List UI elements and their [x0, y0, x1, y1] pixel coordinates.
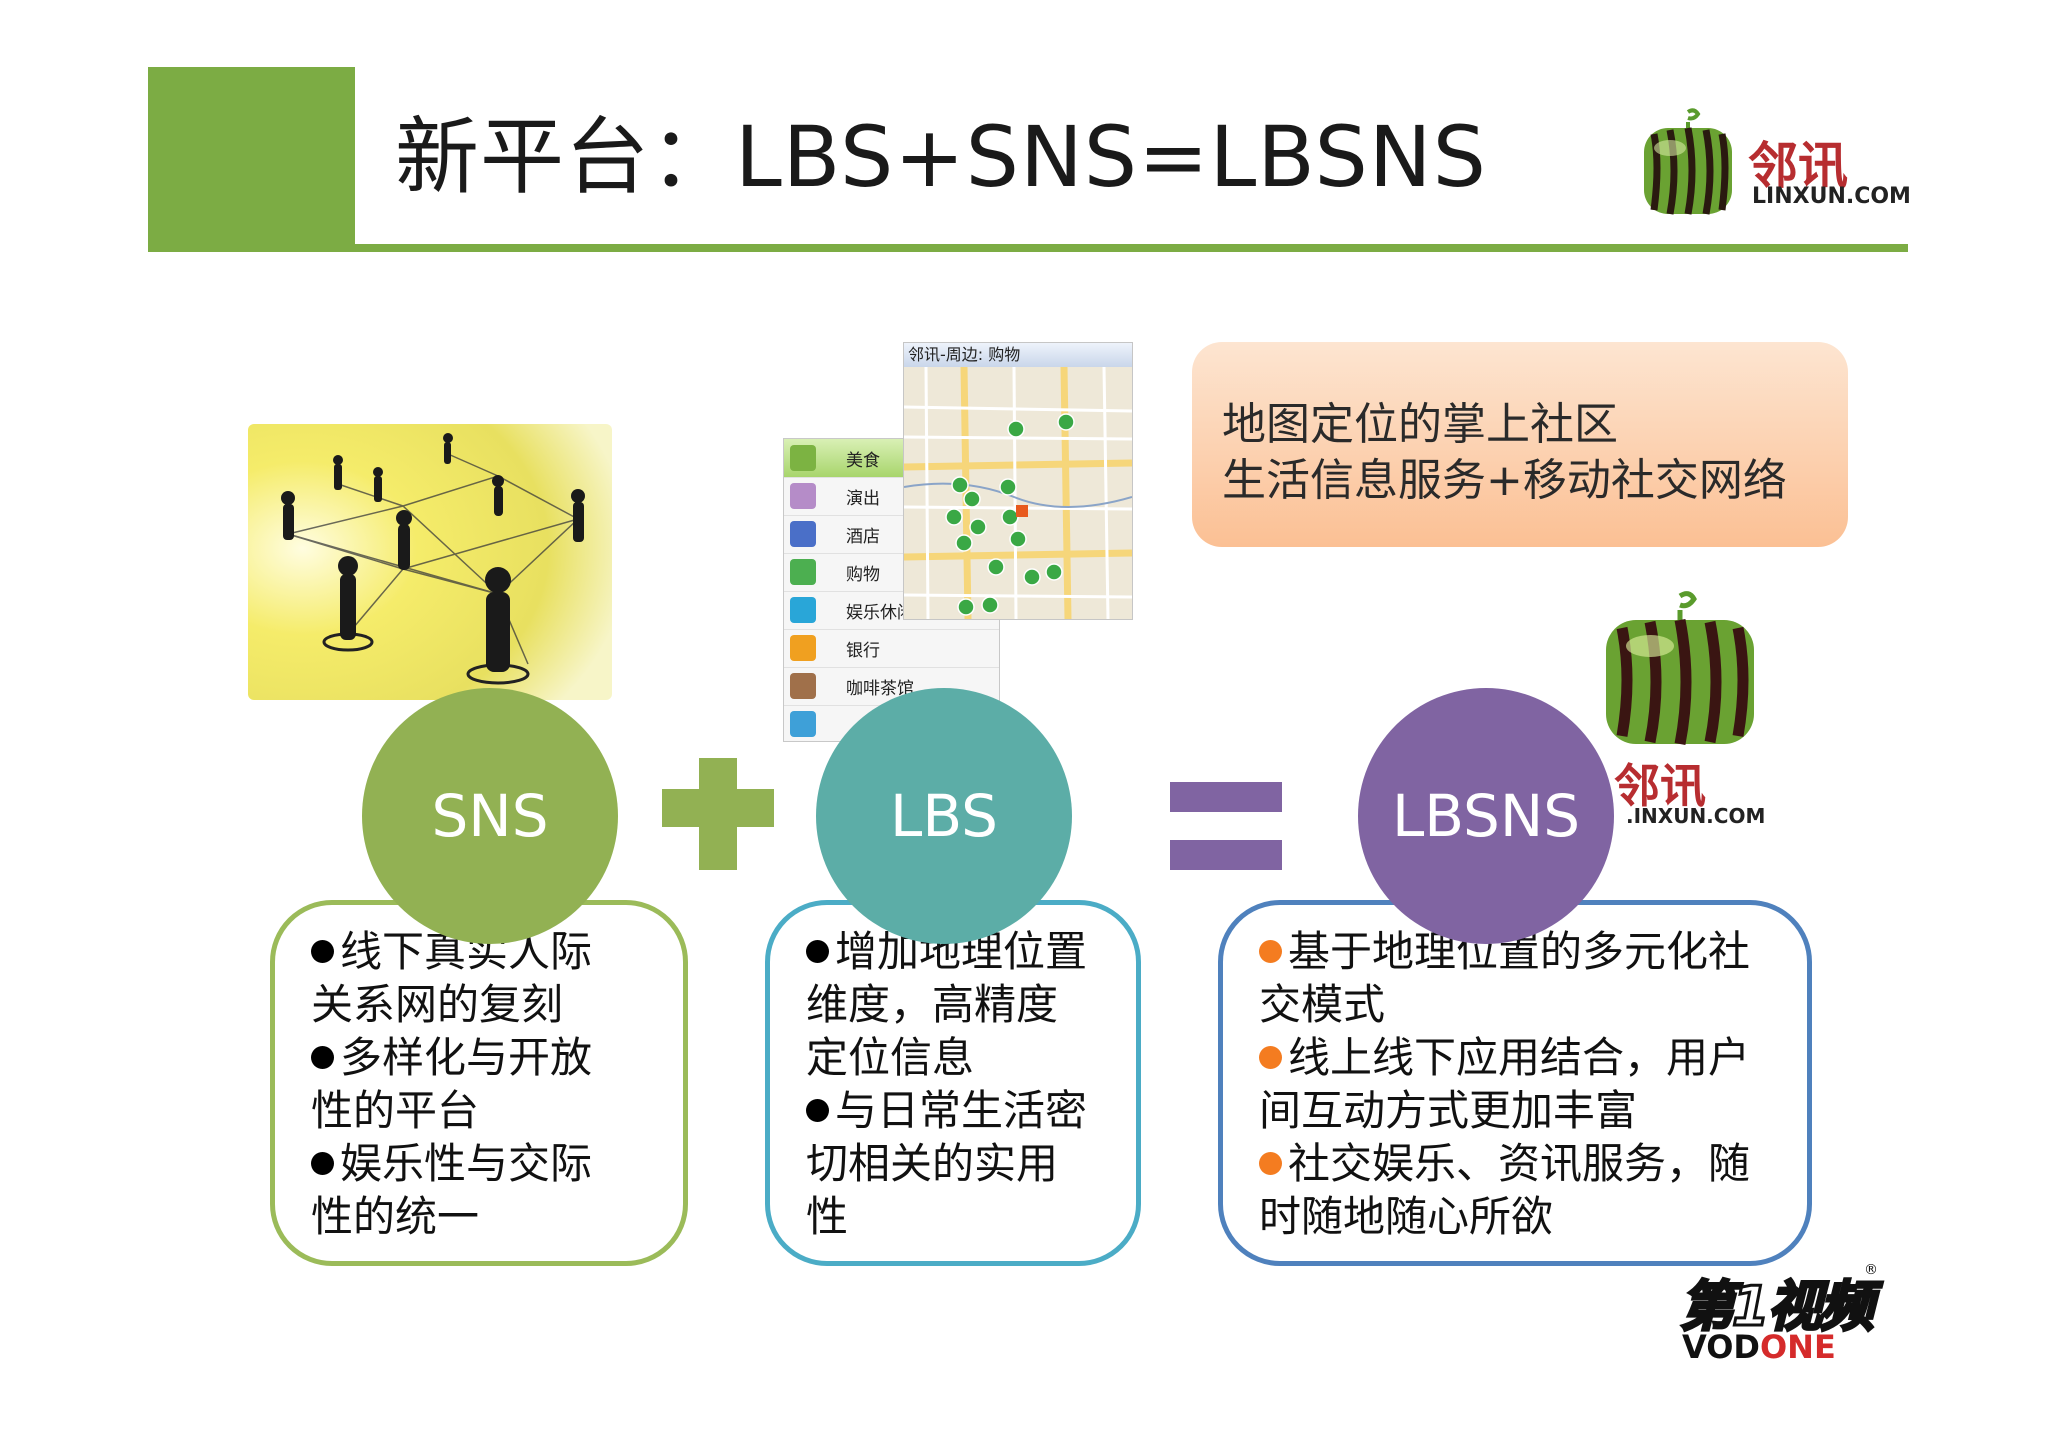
text-line: 切相关的实用 — [806, 1139, 1059, 1188]
bullet-icon — [1259, 1046, 1282, 1069]
menu-item-bank[interactable]: 银行 — [784, 629, 999, 668]
lightbulb-icon — [790, 711, 816, 737]
menu-item-leisure[interactable]: 娱乐休闲 — [784, 591, 999, 630]
page-title: 新平台：LBS+SNS=LBSNS — [395, 108, 1487, 206]
menu-item-label: 演出 — [846, 489, 880, 509]
menu-item-label: 美食 — [846, 451, 880, 471]
brand-name: 邻讯 — [1614, 759, 1706, 813]
linxun-logo-mid: 邻讯 .INXUN.COM — [1600, 590, 1770, 830]
yuan-icon — [790, 635, 816, 661]
text-line: 时随地随心所欲 — [1259, 1192, 1554, 1241]
menu-item-label: 娱乐休闲 — [846, 603, 914, 623]
bullet-icon — [311, 1046, 334, 1069]
definition-line-2: 生活信息服务+移动社交网络 — [1222, 455, 1787, 506]
vodone-en-name: VODONE — [1682, 1328, 1836, 1366]
lbs-circle: LBS — [816, 688, 1072, 944]
vodone-logo: 第1视频 ® VODONE — [1678, 1262, 1878, 1366]
lbsns-description-box: 基于地理位置的多元化社 交模式 线上线下应用结合，用户 间互动方式更加丰富 社交… — [1218, 900, 1812, 1266]
plus-icon — [699, 758, 737, 870]
coffee-cup-icon — [790, 673, 816, 699]
text-line: 维度，高精度 — [806, 980, 1059, 1029]
text-line: 多样化与开放 — [311, 1031, 592, 1084]
text-line: 娱乐性与交际 — [311, 1137, 592, 1190]
brand-url: .INXUN.COM — [1626, 804, 1766, 828]
text-line: 关系网的复刻 — [311, 980, 564, 1029]
bullet-icon — [311, 1152, 334, 1175]
sns-description-box: 线下真实人际 关系网的复刻 多样化与开放 性的平台 娱乐性与交际 性的统一 — [270, 900, 688, 1266]
equals-icon — [1170, 782, 1282, 812]
header-divider — [148, 244, 1908, 252]
menu-item-label: 酒店 — [846, 527, 880, 547]
sns-circle: SNS — [362, 688, 618, 944]
bullet-icon — [1259, 940, 1282, 963]
menu-item-show[interactable]: 演出 — [784, 477, 999, 516]
brand-url: LINXUN.COM — [1752, 184, 1911, 209]
definition-line-1: 地图定位的掌上社区 — [1222, 399, 1618, 450]
social-network-illustration — [248, 424, 612, 700]
microphone-icon — [790, 483, 816, 509]
linxun-logo-top: 邻讯 LINXUN.COM — [1640, 108, 1911, 218]
shopping-cart-icon — [790, 559, 816, 585]
menu-item-more[interactable] — [784, 705, 999, 743]
menu-item-label: 银行 — [846, 641, 880, 661]
equals-icon-bottom — [1170, 840, 1282, 870]
bullet-icon — [311, 940, 334, 963]
map-title: 邻讯-周边: 购物 — [904, 343, 1132, 367]
text-line: 与日常生活密 — [806, 1084, 1087, 1137]
leisure-icon — [790, 597, 816, 623]
bullet-icon — [1259, 1152, 1282, 1175]
text-line: 性的统一 — [311, 1192, 480, 1241]
text-line: 性 — [806, 1192, 849, 1241]
street-map — [904, 367, 1132, 619]
bullet-icon — [806, 940, 829, 963]
fork-knife-icon — [790, 445, 816, 471]
text-line: 定位信息 — [806, 1033, 975, 1082]
menu-item-label: 咖啡茶馆 — [846, 679, 914, 699]
header-accent-block — [148, 67, 355, 252]
text-line: 间互动方式更加丰富 — [1259, 1086, 1638, 1135]
lbs-description-box: 增加地理位置 维度，高精度 定位信息 与日常生活密 切相关的实用 性 — [765, 900, 1141, 1266]
brand-name: 邻讯 — [1748, 137, 1848, 195]
text-line: 交模式 — [1259, 980, 1386, 1029]
vodone-cn-name: 第1视频 — [1679, 1274, 1876, 1340]
text-line: 性的平台 — [311, 1086, 480, 1135]
lbsns-circle: LBSNS — [1358, 688, 1614, 944]
menu-item-label: 购物 — [846, 565, 880, 585]
hotel-icon — [790, 521, 816, 547]
menu-item-hotel[interactable]: 酒店 — [784, 515, 999, 554]
text-line: 线上线下应用结合，用户 — [1259, 1031, 1750, 1084]
registered-mark: ® — [1864, 1262, 1878, 1278]
watermelon-icon — [1606, 591, 1754, 746]
menu-item-shopping[interactable]: 购物 — [784, 553, 999, 592]
lbs-map: 邻讯-周边: 购物 — [903, 342, 1133, 620]
text-line: 社交娱乐、资讯服务，随 — [1259, 1137, 1750, 1190]
bullet-icon — [806, 1099, 829, 1122]
lbsns-definition-box: 地图定位的掌上社区 生活信息服务+移动社交网络 — [1192, 342, 1848, 547]
watermelon-icon — [1644, 108, 1732, 215]
